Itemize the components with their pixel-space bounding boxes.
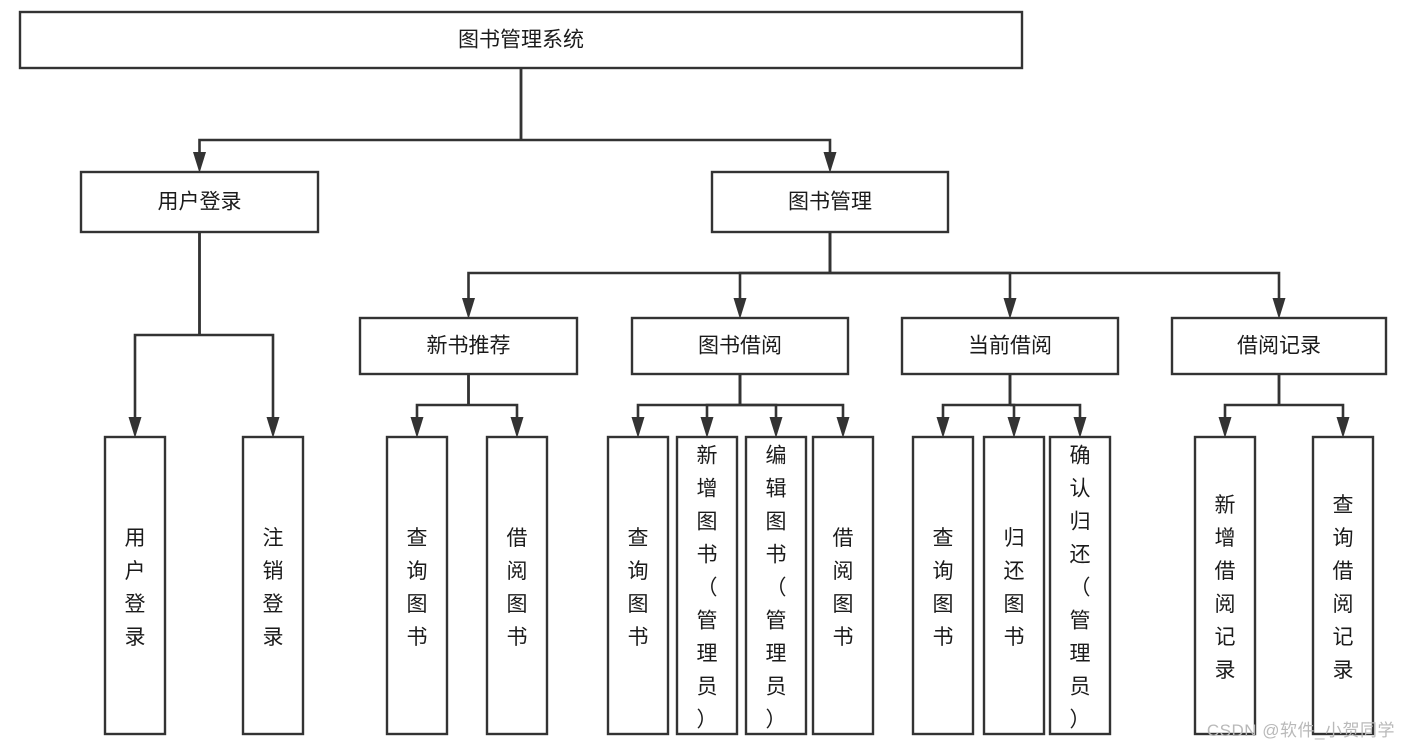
node-box-current-borrow[interactable] — [900, 316, 1120, 376]
nodes-layer: 图书管理系统用户登录图书管理新书推荐图书借阅当前借阅借阅记录用户登录注销登录查询… — [18, 10, 1388, 736]
connector-root-to-user-login — [193, 68, 523, 173]
node-user-login[interactable]: 用户登录 — [79, 170, 320, 234]
node-box-leaf-confirm-return-admin[interactable] — [1048, 435, 1112, 736]
node-root[interactable]: 图书管理系统 — [18, 10, 1024, 70]
node-borrow-record[interactable]: 借阅记录 — [1170, 316, 1388, 376]
node-label-leaf-edit-book-admin: 编辑图书（管理员） — [766, 445, 787, 732]
node-box-leaf-query-book-current[interactable] — [911, 435, 975, 736]
connector-book-manage-to-borrow-record — [828, 232, 1286, 319]
node-book-manage[interactable]: 图书管理 — [710, 170, 950, 234]
node-leaf-add-borrow-record[interactable]: 新增借阅记录 — [1193, 435, 1257, 736]
connector-borrow-record-to-leaf-add-borrow-record — [1218, 374, 1281, 438]
node-box-leaf-borrow-book[interactable] — [811, 435, 875, 736]
node-label-user-login: 用户登录 — [158, 191, 242, 214]
node-box-leaf-query-book-borrow[interactable] — [606, 435, 670, 736]
connector-book-manage-to-current-borrow — [828, 232, 1017, 319]
node-label-leaf-borrow-book-recommend: 借阅图书 — [507, 527, 528, 649]
connector-current-borrow-to-leaf-confirm-return-admin — [1008, 374, 1087, 438]
node-leaf-logout-login[interactable]: 注销登录 — [241, 435, 305, 736]
node-box-book-manage[interactable] — [710, 170, 950, 234]
node-new-book-recommend[interactable]: 新书推荐 — [358, 316, 579, 376]
node-box-leaf-logout-login[interactable] — [241, 435, 305, 736]
connector-borrow-record-to-leaf-query-borrow-record — [1277, 374, 1350, 438]
node-box-root[interactable] — [18, 10, 1024, 70]
connector-root-to-book-manage — [519, 68, 837, 173]
node-leaf-query-borrow-record[interactable]: 查询借阅记录 — [1311, 435, 1375, 736]
node-label-new-book-recommend: 新书推荐 — [427, 335, 511, 358]
node-label-book-borrow: 图书借阅 — [698, 335, 782, 358]
node-leaf-borrow-book-recommend[interactable]: 借阅图书 — [485, 435, 549, 736]
connector-user-login-to-leaf-logout-login — [198, 232, 280, 438]
node-box-book-borrow[interactable] — [630, 316, 850, 376]
node-label-leaf-query-book-current: 查询图书 — [933, 527, 954, 649]
node-leaf-borrow-book[interactable]: 借阅图书 — [811, 435, 875, 736]
node-current-borrow[interactable]: 当前借阅 — [900, 316, 1120, 376]
connector-book-borrow-to-leaf-borrow-book — [738, 374, 850, 438]
node-leaf-add-book-admin[interactable]: 新增图书（管理员） — [675, 435, 739, 736]
node-label-leaf-query-borrow-record: 查询借阅记录 — [1333, 494, 1354, 682]
node-box-leaf-user-login[interactable] — [103, 435, 167, 736]
node-label-leaf-add-borrow-record: 新增借阅记录 — [1215, 494, 1236, 682]
node-label-leaf-return-book: 归还图书 — [1004, 527, 1025, 649]
node-leaf-query-book-recommend[interactable]: 查询图书 — [385, 435, 449, 736]
node-label-leaf-query-book-borrow: 查询图书 — [628, 527, 649, 649]
connector-new-book-recommend-to-leaf-borrow-book-recommend — [467, 374, 524, 438]
node-box-leaf-return-book[interactable] — [982, 435, 1046, 736]
node-leaf-query-book-current[interactable]: 查询图书 — [911, 435, 975, 736]
node-label-leaf-logout-login: 注销登录 — [263, 527, 284, 649]
node-box-leaf-add-book-admin[interactable] — [675, 435, 739, 736]
node-leaf-return-book[interactable]: 归还图书 — [982, 435, 1046, 736]
node-leaf-user-login[interactable]: 用户登录 — [103, 435, 167, 736]
node-box-leaf-borrow-book-recommend[interactable] — [485, 435, 549, 736]
node-box-leaf-query-book-recommend[interactable] — [385, 435, 449, 736]
node-label-leaf-query-book-recommend: 查询图书 — [407, 527, 428, 649]
node-label-leaf-confirm-return-admin: 确认归还（管理员） — [1070, 445, 1091, 732]
node-label-borrow-record: 借阅记录 — [1237, 335, 1321, 358]
node-label-leaf-user-login: 用户登录 — [125, 527, 146, 649]
connector-book-manage-to-new-book-recommend — [462, 232, 832, 319]
node-box-leaf-add-borrow-record[interactable] — [1193, 435, 1257, 736]
node-box-new-book-recommend[interactable] — [358, 316, 579, 376]
node-label-book-manage: 图书管理 — [788, 191, 872, 214]
node-box-leaf-edit-book-admin[interactable] — [744, 435, 808, 736]
csdn-watermark: CSDN @软件_小贺同学 — [1206, 721, 1395, 740]
node-leaf-edit-book-admin[interactable]: 编辑图书（管理员） — [744, 435, 808, 736]
node-label-leaf-borrow-book: 借阅图书 — [833, 527, 854, 649]
connector-current-borrow-to-leaf-query-book-current — [936, 374, 1012, 438]
node-box-user-login[interactable] — [79, 170, 320, 234]
edges-layer — [128, 68, 1350, 438]
connector-book-borrow-to-leaf-add-book-admin — [700, 374, 742, 438]
node-leaf-query-book-borrow[interactable]: 查询图书 — [606, 435, 670, 736]
node-box-borrow-record[interactable] — [1170, 316, 1388, 376]
connector-book-manage-to-book-borrow — [733, 232, 832, 319]
node-book-borrow[interactable]: 图书借阅 — [630, 316, 850, 376]
connector-new-book-recommend-to-leaf-query-book-recommend — [410, 374, 470, 438]
node-box-leaf-query-borrow-record[interactable] — [1311, 435, 1375, 736]
node-label-current-borrow: 当前借阅 — [968, 335, 1052, 358]
node-label-leaf-add-book-admin: 新增图书（管理员） — [697, 445, 718, 732]
connector-user-login-to-leaf-user-login — [128, 232, 201, 438]
node-label-root: 图书管理系统 — [458, 29, 584, 52]
node-leaf-confirm-return-admin[interactable]: 确认归还（管理员） — [1048, 435, 1112, 736]
